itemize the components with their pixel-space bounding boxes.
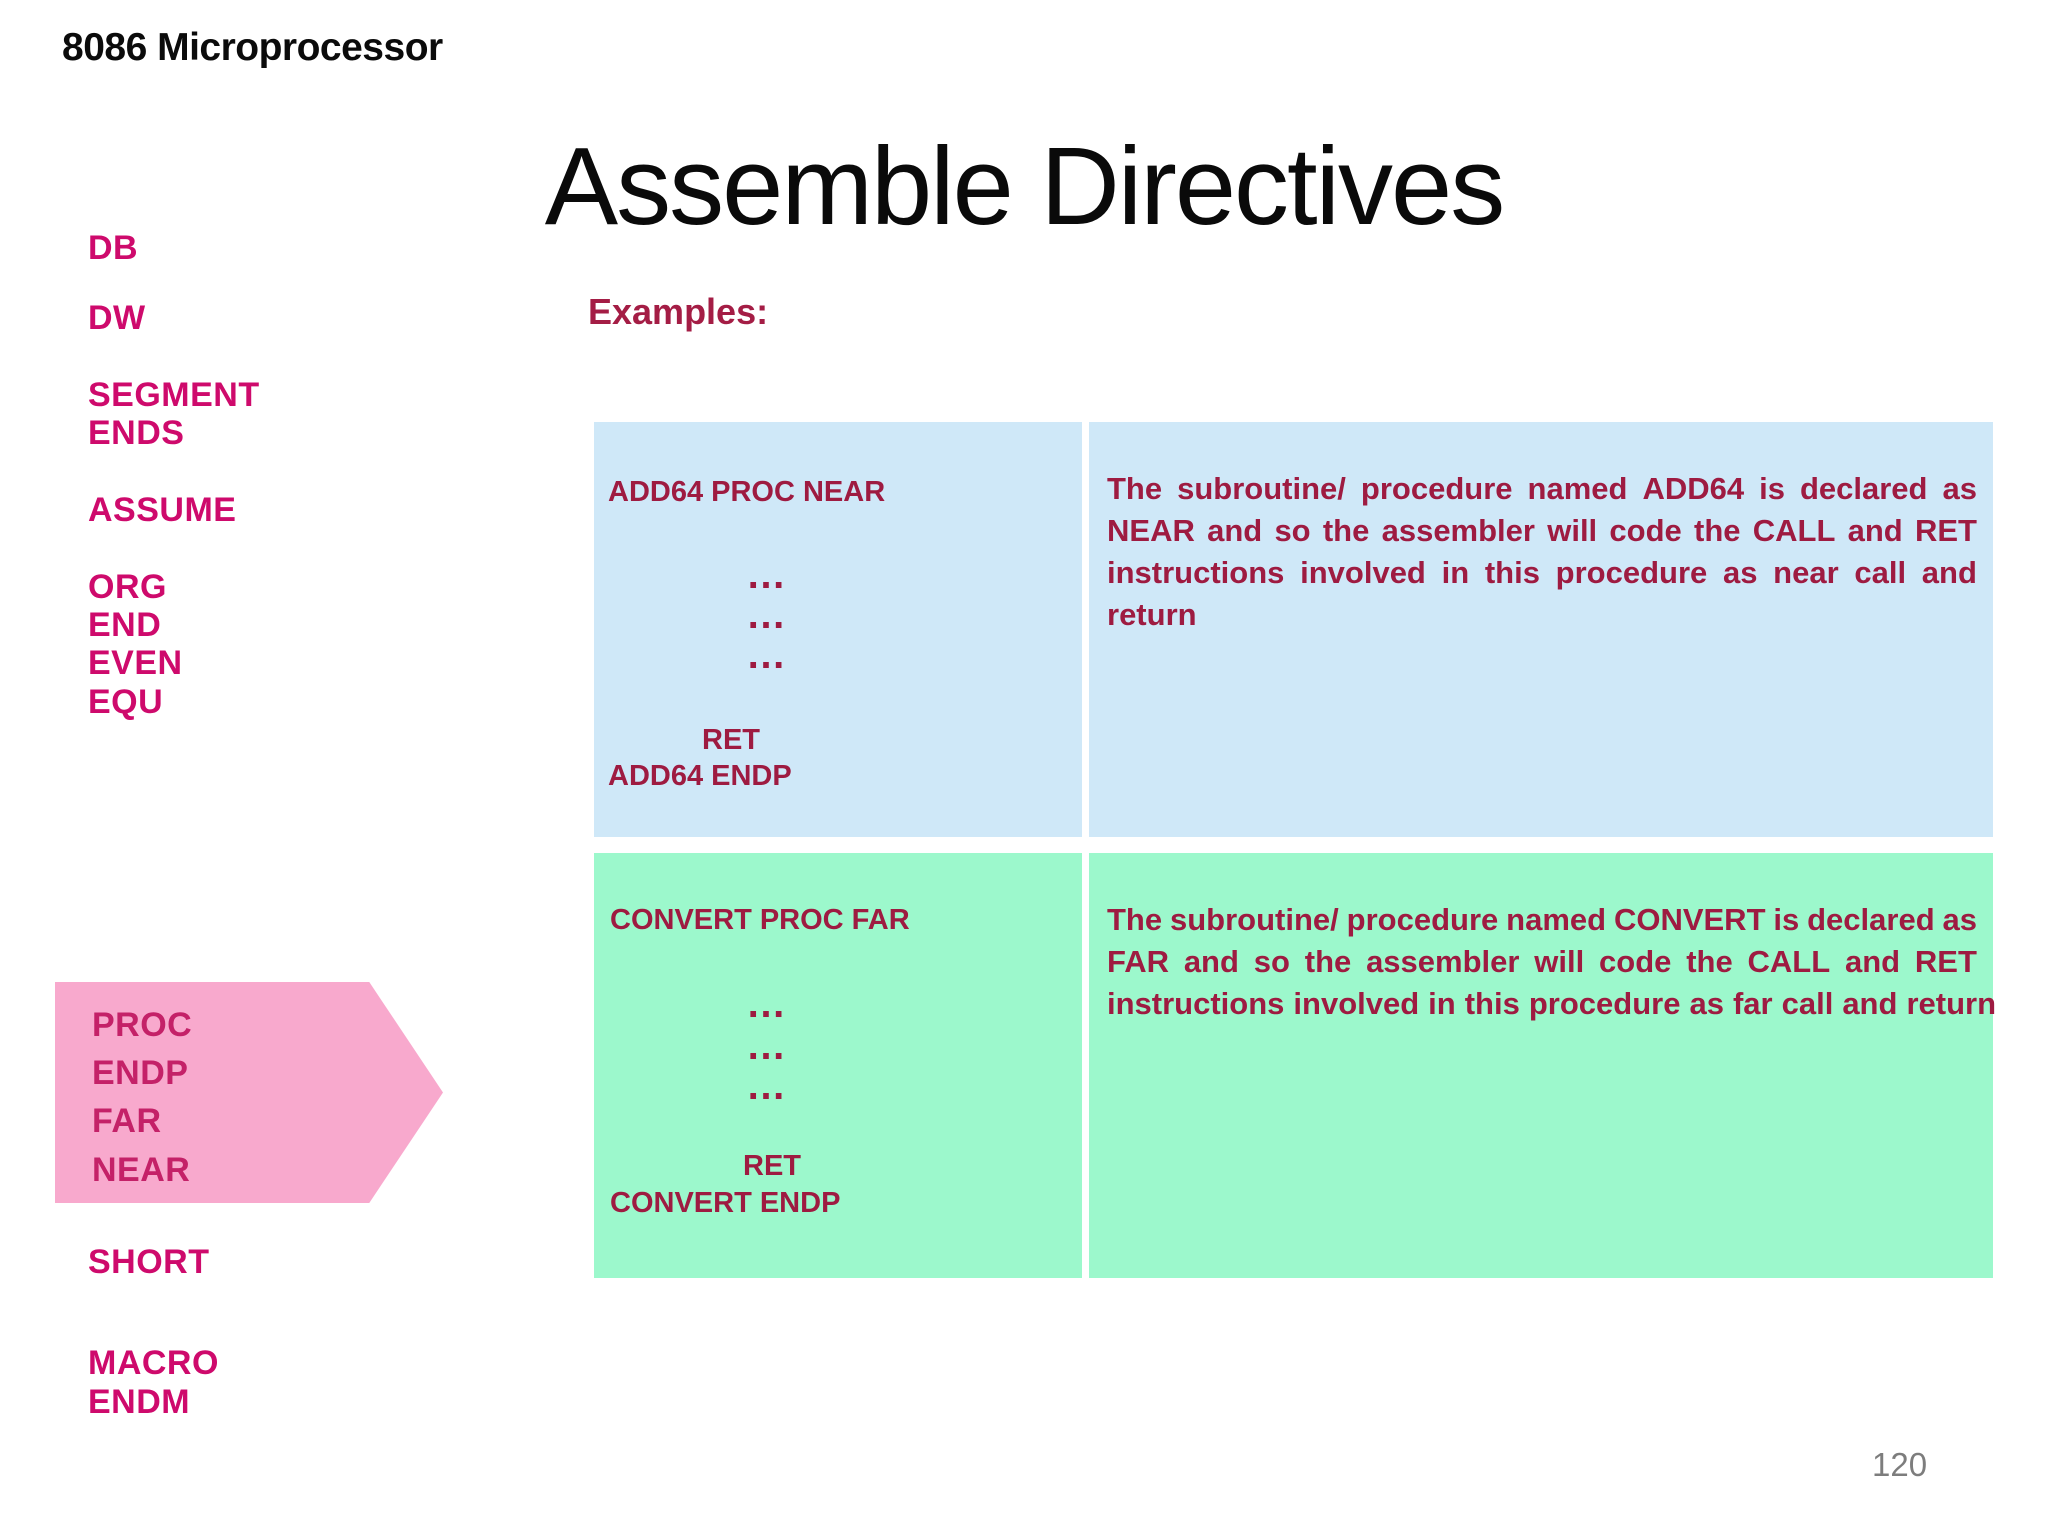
sidebar-item-equ: EQU [88, 683, 164, 721]
arrow-item-far: FAR [92, 1102, 162, 1140]
sidebar-item-db: DB [88, 229, 139, 267]
arrow-item-proc: PROC [92, 1006, 193, 1044]
sidebar-item-org: ORG [88, 568, 167, 606]
sidebar-item-macro: MACRO [88, 1344, 219, 1382]
sidebar-item-end: END [88, 606, 162, 644]
code-header: ADD64 PROC NEAR [608, 476, 886, 508]
sidebar-item-short: SHORT [88, 1243, 210, 1281]
example-box-near-code: ADD64 PROC NEAR … … … RET ADD64 ENDP [594, 422, 1082, 837]
arrow-item-endp: ENDP [92, 1054, 189, 1092]
examples-label: Examples: [588, 291, 769, 332]
code-header: CONVERT PROC FAR [610, 904, 910, 936]
sidebar-item-dw: DW [88, 299, 146, 337]
sidebar-item-even: EVEN [88, 644, 183, 682]
code-ret-line: RET [743, 1150, 801, 1182]
sidebar-item-segment: SEGMENT [88, 376, 260, 414]
page-number: 120 [1872, 1446, 1928, 1483]
page-title: Assemble Directives [544, 125, 1505, 248]
arrow-item-near: NEAR [92, 1151, 191, 1189]
example-box-far-code: CONVERT PROC FAR … … … RET CONVERT ENDP [594, 853, 1082, 1278]
sidebar-item-assume: ASSUME [88, 491, 237, 529]
ellipsis-line: … [746, 553, 789, 597]
code-footer: ADD64 ENDP [608, 760, 792, 792]
sidebar-item-endm: ENDM [88, 1383, 191, 1421]
ellipsis-line: … [746, 593, 789, 637]
code-footer: CONVERT ENDP [610, 1187, 841, 1219]
ellipsis-line: … [746, 1064, 789, 1108]
description-line: return [1107, 597, 1197, 632]
code-ret-line: RET [702, 724, 760, 756]
highlight-arrow-shape [55, 982, 443, 1203]
slide-header-title: 8086 Microprocessor [62, 26, 443, 69]
ellipsis-line: … [746, 1024, 789, 1068]
ellipsis-line: … [746, 633, 789, 677]
sidebar-item-ends: ENDS [88, 414, 185, 452]
ellipsis-line: … [746, 982, 789, 1026]
